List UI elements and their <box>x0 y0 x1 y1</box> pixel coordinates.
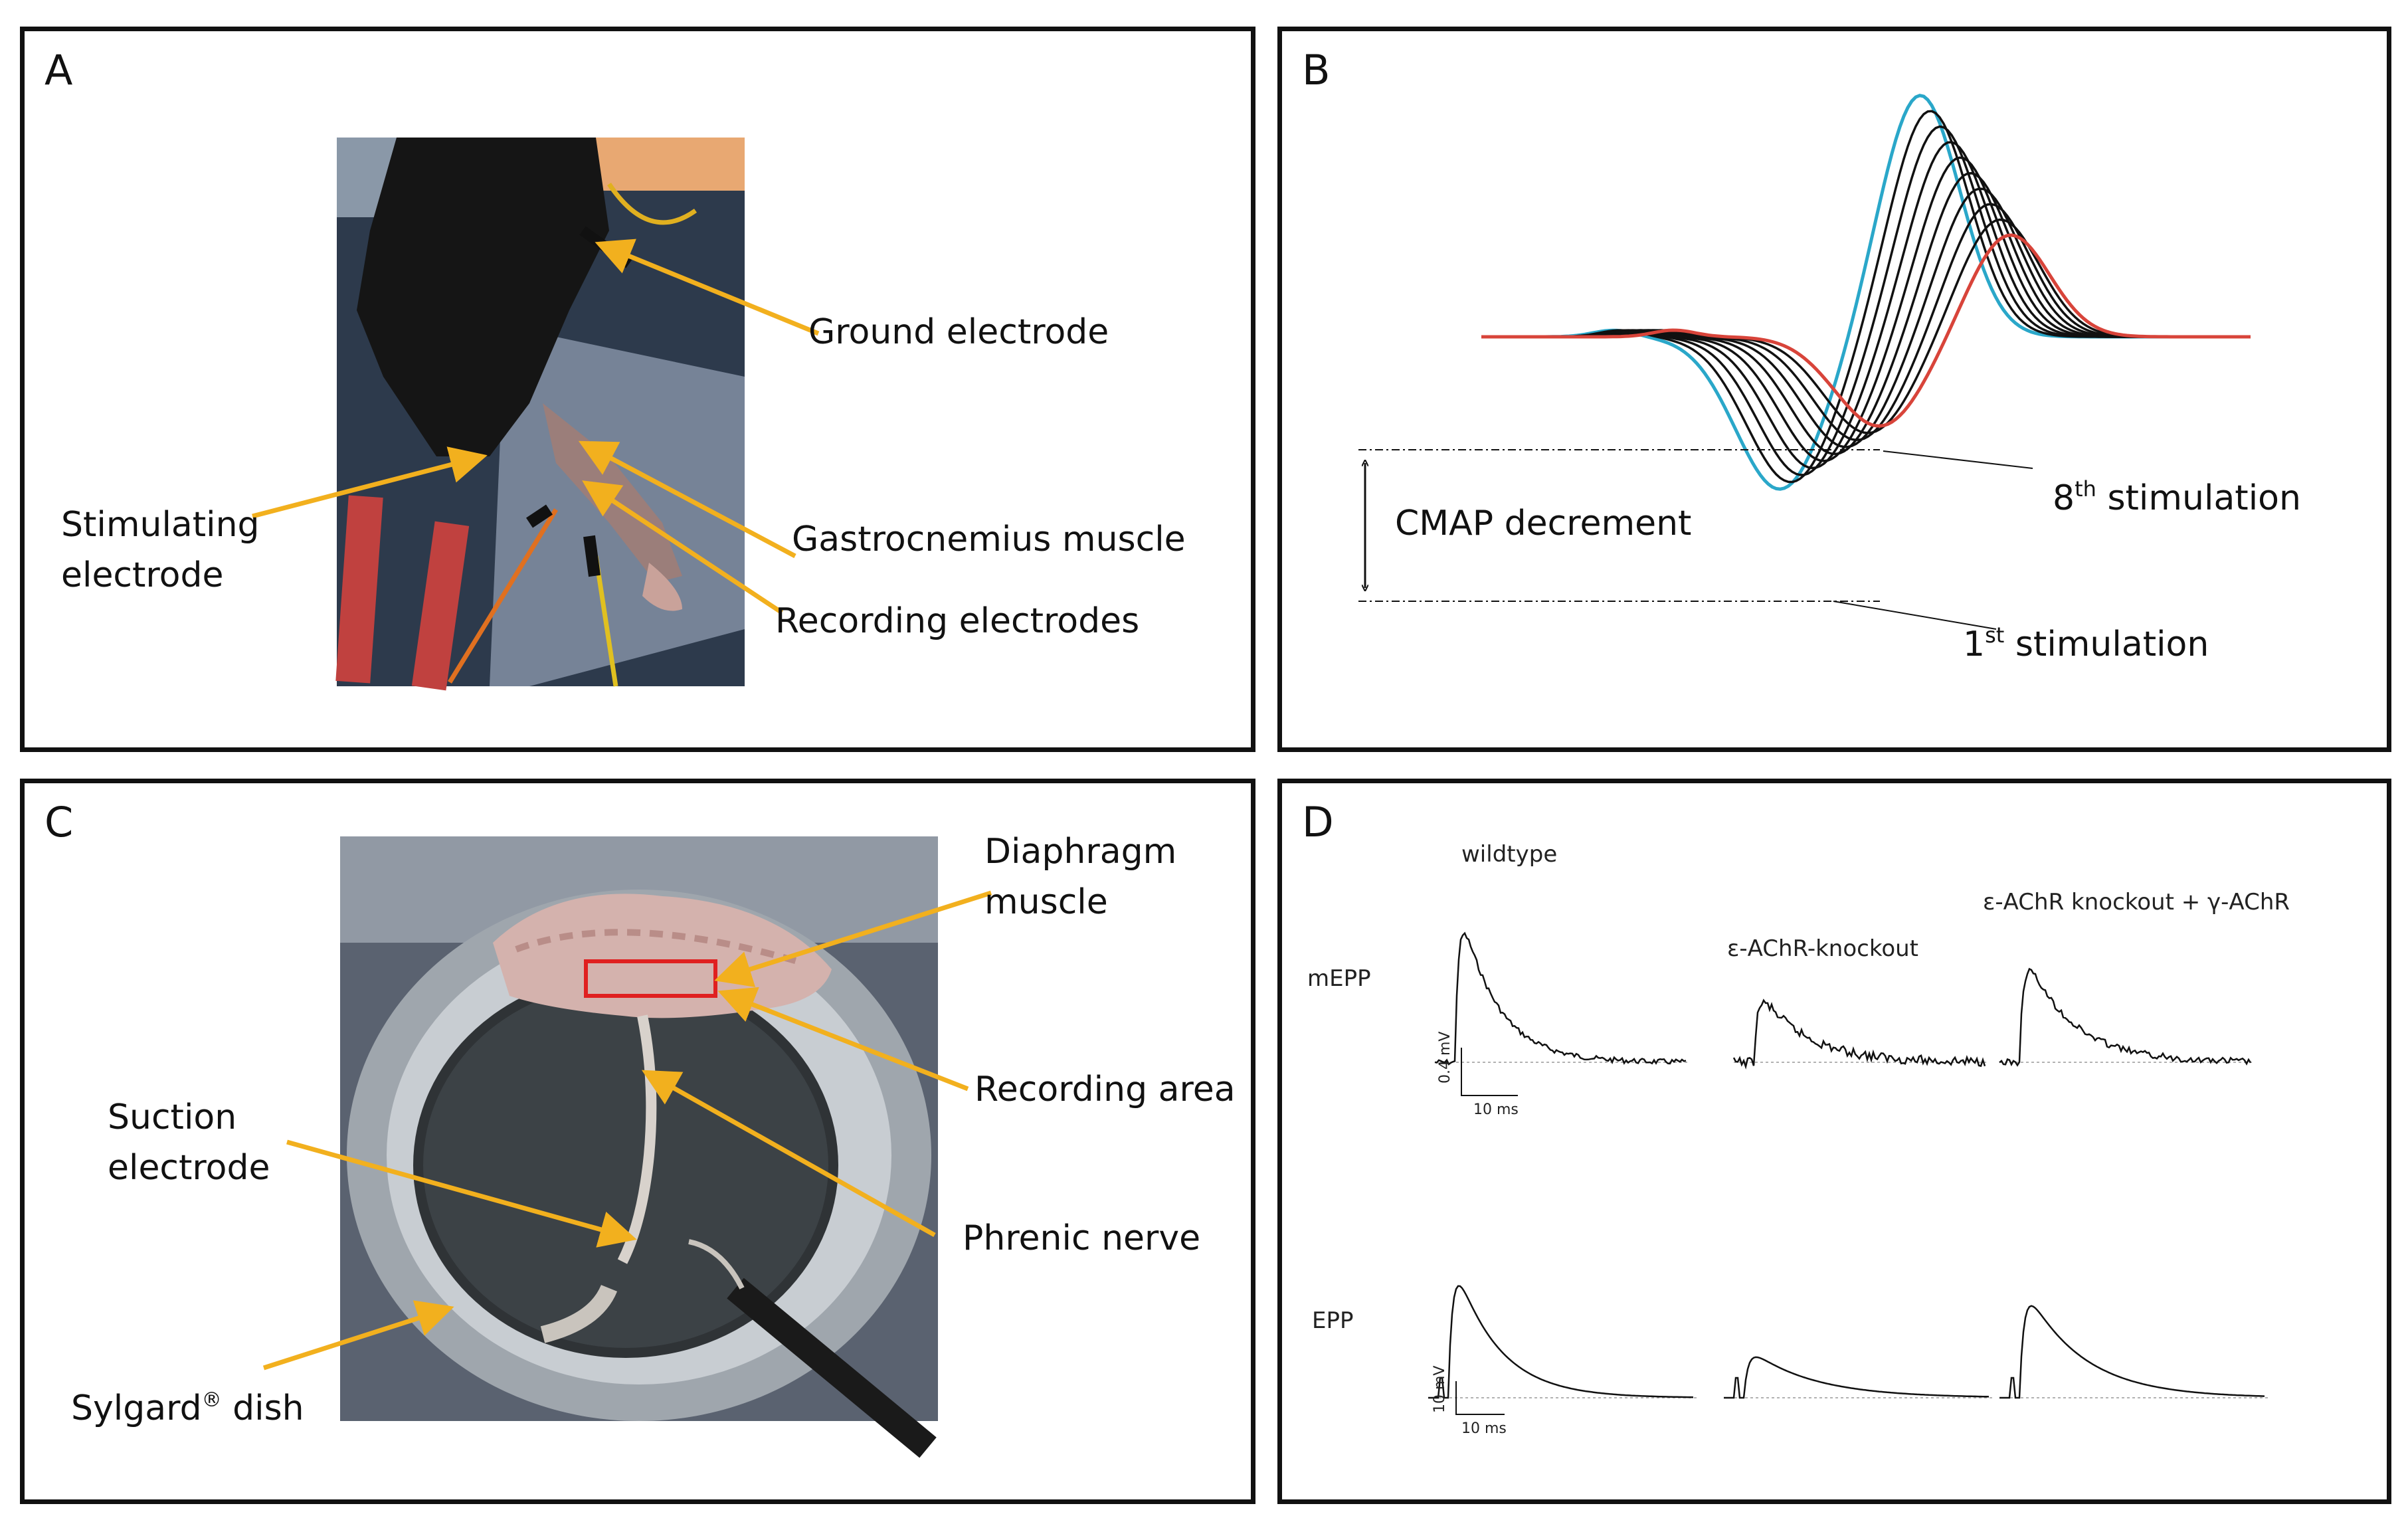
mepp-scale-voltage: 0.4 mV <box>1437 1032 1453 1084</box>
panel-c: C Diaphragm muscle Recording <box>20 779 1255 1504</box>
cmap-traces <box>1481 94 2251 491</box>
ground-label: Ground electrode <box>808 312 1109 352</box>
epp-trace-2 <box>1724 1356 1990 1399</box>
panel-a: A Ground e <box>20 27 1255 752</box>
mepp-row-label: mEPP <box>1307 965 1371 992</box>
suction-arrow <box>286 1139 637 1248</box>
wildtype-label: wildtype <box>1461 841 1557 868</box>
sylgard-dish-label: Sylgard® dish <box>71 1388 304 1428</box>
mouse-hindlimb-photo <box>335 138 745 691</box>
gastrocnemius-label: Gastrocnemius muscle <box>792 520 1186 559</box>
cmap-trace-10 <box>1481 233 2251 428</box>
panel-b: B CMAP decrement 8th stimulation 1st sti… <box>1277 27 2391 752</box>
mepp-scale-bar <box>1461 1048 1518 1096</box>
epp-scale-bar <box>1455 1381 1505 1415</box>
recording-area-label: Recording area <box>974 1070 1236 1109</box>
panel-d-figure: mEPP EPP wildtype ε-AChR-knockout ε-AChR… <box>1307 841 2290 1437</box>
diaphragm-label-line1: Diaphragm <box>984 832 1176 872</box>
dish-arrow <box>262 1300 454 1371</box>
recording-arrow <box>582 480 783 615</box>
epp-scale-time: 10 ms <box>1461 1420 1507 1437</box>
mepp-trace-3 <box>1999 967 2252 1067</box>
first-stimulation-label: 1st stimulation <box>1963 622 2209 664</box>
panel-c-letter: C <box>45 798 74 846</box>
cmap-decrement-label: CMAP decrement <box>1395 504 1691 543</box>
recording-electrodes-label: Recording electrodes <box>775 601 1139 641</box>
first-pointer <box>1833 601 1997 630</box>
epp-row-label: EPP <box>1312 1307 1354 1334</box>
panel-d: D mEPP EPP wildtype ε-AChR-knockout ε-AC… <box>1277 779 2391 1504</box>
epp-trace-1 <box>1428 1285 1694 1399</box>
suction-label-line1: Suction <box>108 1097 236 1137</box>
mepp-trace-2 <box>1732 999 1986 1070</box>
epp-traces <box>1428 931 2269 1399</box>
diaphragm-dish-photo <box>340 836 938 1458</box>
suction-label-line2: electrode <box>108 1148 270 1188</box>
diaphragm-arrow <box>714 890 992 987</box>
panel-a-figure: Ground electrode Stimulating electrode G… <box>61 138 1186 691</box>
cmap-trace-1 <box>1481 94 2251 491</box>
stimulating-label-line2: electrode <box>61 555 223 595</box>
stimulating-label-line1: Stimulating <box>61 505 260 545</box>
eighth-pointer <box>1883 450 2033 469</box>
knockout-label: ε-AChR-knockout <box>1727 935 1918 962</box>
panel-b-figure: CMAP decrement 8th stimulation 1st stimu… <box>1358 94 2301 664</box>
eighth-stimulation-label: 8th stimulation <box>2053 476 2301 518</box>
phrenic-arrow <box>641 1070 936 1238</box>
panel-b-letter: B <box>1302 46 1331 94</box>
diaphragm-label-line2: muscle <box>984 882 1108 922</box>
panel-d-letter: D <box>1302 798 1334 846</box>
recording-area-arrow <box>717 987 969 1092</box>
mepp-trace-1 <box>1434 931 1687 1066</box>
phrenic-nerve-label: Phrenic nerve <box>963 1218 1200 1258</box>
cmap-trace-9 <box>1481 218 2251 434</box>
epp-scale-voltage: 10 mV <box>1432 1366 1448 1413</box>
rescue-label: ε-AChR knockout + γ-AChR <box>1983 889 2290 915</box>
ground-arrow <box>595 238 820 336</box>
mepp-scale-time: 10 ms <box>1473 1101 1519 1118</box>
stimulating-arrow <box>252 446 488 519</box>
gastrocnemius-arrow <box>578 440 796 559</box>
panel-a-letter: A <box>45 46 73 94</box>
epp-trace-3 <box>1999 1305 2265 1399</box>
panel-c-figure: Diaphragm muscle Recording area Phrenic … <box>71 832 1236 1458</box>
